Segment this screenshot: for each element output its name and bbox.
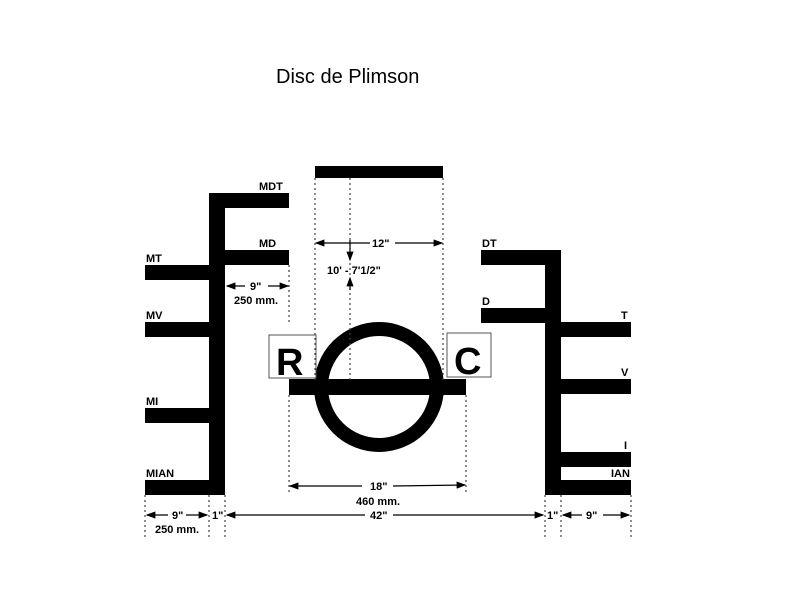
bottom-right-stem-label: 1": [547, 510, 558, 522]
mian-arm: [145, 480, 225, 495]
d-arm: [481, 308, 545, 323]
d-label: D: [482, 296, 490, 308]
mian-label: MIAN: [146, 468, 174, 480]
i-label: I: [624, 440, 627, 452]
bottom-left-arm-label: 9": [172, 510, 183, 522]
left-vertical-stem: [209, 193, 225, 495]
ian-label: IAN: [611, 468, 630, 480]
dt-label: DT: [482, 238, 497, 250]
t-label: T: [621, 310, 628, 322]
disc-bar-width-mm-label: 460 mm.: [356, 496, 400, 508]
md-arm: [225, 250, 289, 265]
arm-spacing-mm-label: 250 mm.: [234, 295, 278, 307]
md-label: MD: [259, 238, 276, 250]
right-vertical-stem: [545, 250, 561, 495]
mv-arm: [145, 322, 209, 337]
dt-arm: [481, 250, 561, 265]
disc-horizontal-bar: [289, 379, 466, 395]
bottom-left-arm-mm-label: 250 mm.: [155, 524, 199, 536]
plimsoll-disc: R C: [268, 166, 492, 452]
right-load-line-marks: DT D T V I IAN: [481, 238, 631, 495]
mt-arm: [145, 265, 209, 280]
mdt-label: MDT: [259, 181, 283, 193]
mdt-arm: [209, 193, 289, 208]
r-box: [268, 334, 317, 379]
disc-bar-width-label: 18": [370, 481, 387, 493]
bottom-right-arm-label: 9": [586, 510, 597, 522]
c-box: [446, 332, 492, 378]
mt-label: MT: [146, 253, 162, 265]
mi-arm: [145, 408, 209, 423]
arm-spacing-label: 9": [250, 281, 261, 293]
bottom-left-stem-label: 1": [212, 510, 223, 522]
left-load-line-marks: MDT MD MT MV MI MIAN: [145, 181, 289, 495]
r-letter: R: [276, 342, 303, 384]
ian-arm: [545, 480, 631, 495]
bottom-span-label: 42": [370, 510, 387, 522]
top-bar-width-label: 12": [372, 238, 389, 250]
v-arm: [561, 379, 631, 394]
v-label: V: [621, 367, 629, 379]
dimension-lines: 12" 10' - 7'1/2" 9" 250 mm. 18" 460 mm. …: [144, 178, 632, 538]
t-arm: [561, 322, 631, 337]
disc-height-label: 10' - 7'1/2": [327, 265, 381, 277]
mi-label: MI: [146, 396, 158, 408]
diagram-title: Disc de Plimson: [276, 66, 420, 88]
i-arm: [561, 452, 631, 467]
deck-line-bar: [315, 166, 443, 178]
c-letter: C: [454, 341, 481, 383]
mv-label: MV: [146, 310, 163, 322]
